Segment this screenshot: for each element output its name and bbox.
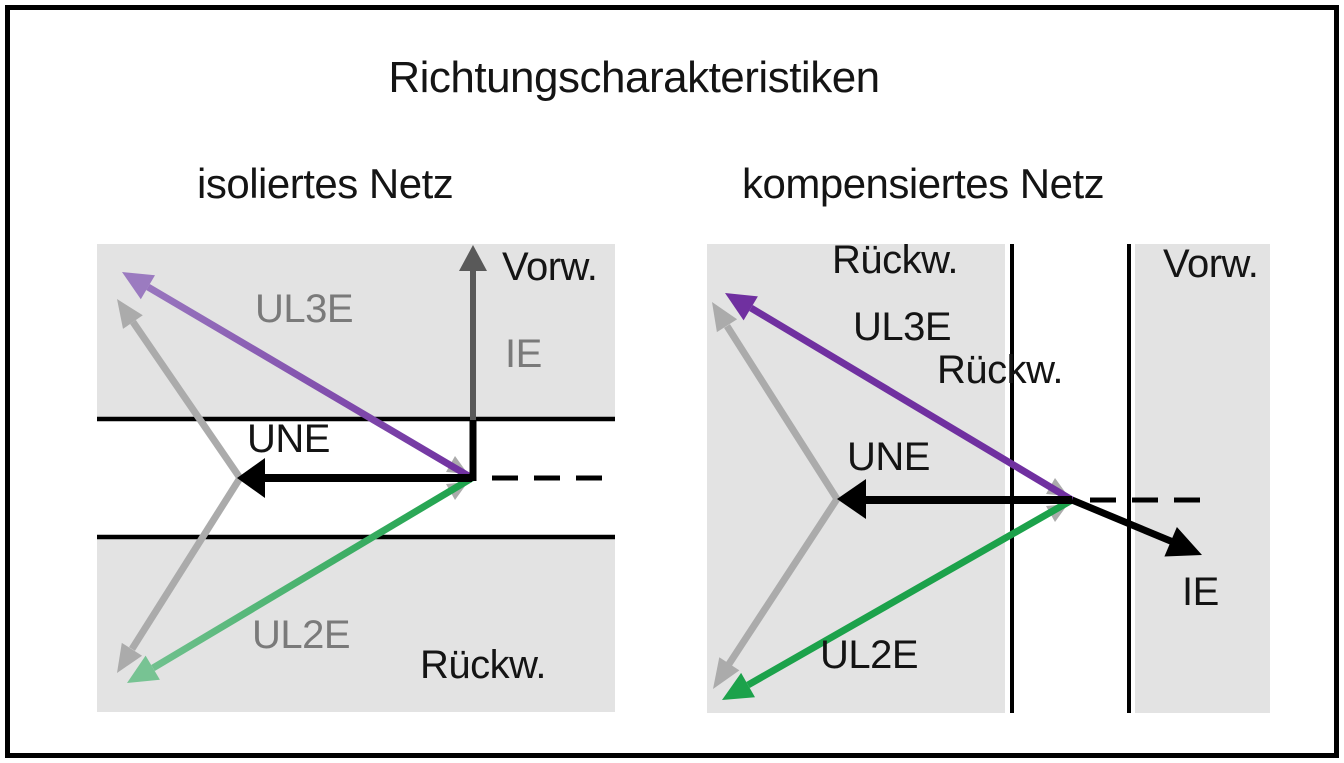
right-ul2e-arrowhead-icon bbox=[722, 672, 755, 700]
left-forward-region-label: Vorw. bbox=[502, 245, 598, 289]
right-ie-vector bbox=[1070, 496, 1175, 546]
right-forward-region-label: Vorw. bbox=[1163, 242, 1259, 286]
left-ie-label: IE bbox=[505, 332, 542, 376]
right-backward-region-label-mid: Rückw. bbox=[937, 348, 1063, 392]
right-forward-region-shade bbox=[1135, 244, 1270, 713]
left-ul2e-healthy-arrowhead-icon bbox=[117, 642, 143, 673]
left-ul2e-arrowhead-icon bbox=[127, 655, 160, 683]
left-ul3e-arrowhead-icon bbox=[122, 272, 155, 300]
left-une-label: UNE bbox=[247, 417, 330, 461]
right-panel-heading: kompensiertes Netz bbox=[742, 160, 1105, 207]
left-ul3e-healthy-arrowhead-icon bbox=[117, 299, 143, 329]
right-ie-label: IE bbox=[1182, 570, 1219, 614]
right-ul2e-healthy-vector bbox=[726, 497, 840, 666]
left-ul2e-label: UL2E bbox=[252, 613, 351, 657]
right-ul3e-label: UL3E bbox=[853, 305, 952, 349]
right-backward-region-label-top: Rückw. bbox=[832, 238, 958, 282]
left-ul3e-vector bbox=[146, 283, 474, 482]
right-une-arrowhead-icon bbox=[837, 479, 866, 519]
outer-border-frame bbox=[5, 5, 1339, 758]
left-panel-heading: isoliertes Netz bbox=[197, 160, 454, 207]
page-title: Richtungscharakteristiken bbox=[388, 53, 880, 102]
right-backward-region-shade bbox=[707, 244, 1005, 713]
left-ul2e-healthy-vector bbox=[129, 476, 243, 651]
right-ul3e-healthy-vector bbox=[724, 324, 840, 501]
left-forward-region-shade bbox=[97, 244, 615, 417]
right-ul3e-healthy-arrowhead-icon bbox=[712, 302, 738, 333]
right-ul3e-vector bbox=[749, 304, 1074, 504]
right-ul2e-healthy-arrowhead-icon bbox=[713, 657, 740, 689]
left-ul3e-label: UL3E bbox=[255, 287, 354, 331]
right-ie-arrowhead-icon bbox=[1164, 527, 1202, 557]
left-ul3e-healthy-vector bbox=[130, 320, 243, 480]
right-ul2e-vector bbox=[746, 496, 1074, 689]
left-backward-region-label: Rückw. bbox=[420, 643, 546, 687]
left-ie-arrowhead-icon bbox=[459, 245, 487, 271]
right-une-label: UNE bbox=[847, 435, 930, 479]
left-une-arrowhead-icon bbox=[237, 458, 265, 498]
left-ul2e-vector bbox=[151, 474, 474, 672]
right-ul3e-arrowhead-icon bbox=[725, 293, 758, 321]
right-ul2e-label: UL2E bbox=[820, 633, 919, 677]
